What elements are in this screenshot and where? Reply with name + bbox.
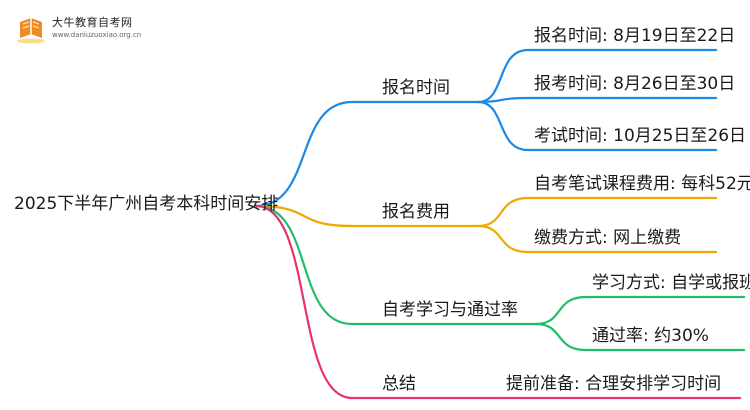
leaf-connector bbox=[476, 96, 718, 104]
leaf-label: 自考笔试课程费用: 每科52元 bbox=[534, 174, 750, 194]
leaf-connector bbox=[534, 322, 746, 352]
branch-connector bbox=[254, 204, 354, 400]
leaf-label: 考试时间: 10月25日至26日 bbox=[534, 126, 747, 146]
leaf-label: 通过率: 约30% bbox=[592, 326, 709, 346]
branch-label: 报名费用 bbox=[382, 202, 450, 222]
root-topic-label: 2025下半年广州自考本科时间安排 bbox=[14, 194, 279, 214]
logo-title: 大牛教育自考网 bbox=[52, 16, 133, 29]
leaf-connector bbox=[476, 196, 718, 228]
branch-label: 自考学习与通过率 bbox=[382, 300, 518, 320]
leaf-connector bbox=[476, 224, 718, 254]
leaf-connector bbox=[476, 48, 718, 104]
book-logo-icon bbox=[17, 18, 45, 44]
site-logo: 大牛教育自考网 www.daniuzuoxiao.org.cn bbox=[14, 12, 154, 48]
branch-label: 报名时间 bbox=[382, 78, 450, 98]
branch-connector bbox=[254, 204, 354, 326]
leaf-connector bbox=[476, 100, 718, 152]
leaf-label: 学习方式: 自学或报班 bbox=[592, 273, 750, 293]
leaf-connector bbox=[534, 295, 746, 326]
leaf-label: 报名时间: 8月19日至22日 bbox=[534, 26, 736, 46]
leaf-label: 缴费方式: 网上缴费 bbox=[534, 228, 682, 248]
logo-url: www.daniuzuoxiao.org.cn bbox=[52, 31, 142, 39]
leaf-label: 提前准备: 合理安排学习时间 bbox=[506, 374, 722, 394]
branch-connector bbox=[254, 204, 354, 228]
branch-connector bbox=[254, 100, 354, 208]
branch-label: 总结 bbox=[382, 374, 416, 394]
leaf-label: 报考时间: 8月26日至30日 bbox=[534, 74, 736, 94]
